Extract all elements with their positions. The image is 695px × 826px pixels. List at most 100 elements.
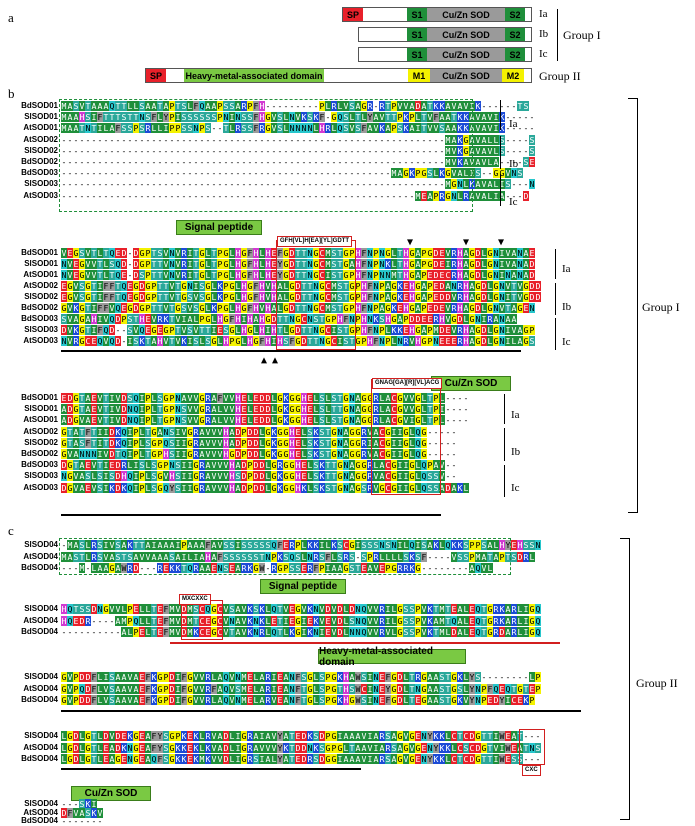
sequence-name: BdSOD04 bbox=[21, 695, 58, 704]
motif-box-1 bbox=[276, 240, 356, 350]
sequence-residues: GVKGTIFFVQEGDGPTTVTGSVSGLKPGLHGFHVHALGDT… bbox=[61, 303, 535, 313]
subgroup-bracket-ia bbox=[555, 249, 556, 279]
segment-m1: M1 bbox=[408, 69, 430, 82]
segment-s1: S1 bbox=[407, 8, 427, 21]
sequence-name: BdSOD04 bbox=[21, 627, 58, 636]
domain-architecture-ic: S1 Cu/Zn SOD S2 bbox=[358, 47, 532, 62]
sequence-name: SlSOD01 bbox=[24, 404, 58, 414]
sequence-name: SlSOD04 bbox=[24, 799, 58, 808]
segment-cuzn: Cu/Zn SOD bbox=[427, 28, 505, 41]
sequence-residues: ---M-LAAGAWRD---REKKTQRAAENSEARKGW-RGPSS… bbox=[61, 563, 493, 573]
sequence-name: BdSOD01 bbox=[21, 248, 58, 257]
domain-architecture-group2: SP Heavy-metal-associated domain M1 Cu/Z… bbox=[145, 68, 532, 83]
signal-peptide-dashed-box bbox=[59, 99, 473, 212]
subgroup-label-ib-d: Ib bbox=[511, 446, 521, 458]
sequence-name: AtSOD04 bbox=[23, 742, 58, 752]
sequence-name: AtSOD01 bbox=[23, 415, 58, 425]
alignment-block-4: SlSOD04-MASLRSIVSAKTTAIAAAIPAAAFAVSSISSS… bbox=[0, 540, 640, 574]
subgroup-bracket-ic bbox=[555, 318, 556, 350]
sequence-name: SlSOD04 bbox=[24, 604, 58, 613]
sequence-residues: HQTSSDNGVVLPELLTEFMVDMSCQGCVSAVKSKLQTVEG… bbox=[61, 604, 541, 614]
segment-cuzn: Cu/Zn SOD bbox=[427, 48, 505, 61]
sequence-name: BdSOD02 bbox=[21, 449, 58, 458]
subgroup-label-ic-b: Ic bbox=[509, 196, 518, 208]
subgroup-label-ic: Ic bbox=[539, 48, 548, 60]
cuzn-underline-3 bbox=[61, 710, 581, 712]
sequence-residues: GVPDDFLISAAVAEFKGPDIFGVVRLAQVNMELARIEANF… bbox=[61, 672, 541, 682]
sequence-name: SlSOD01 bbox=[24, 259, 58, 268]
sequence-name: AtSOD03 bbox=[23, 190, 58, 200]
subgroup-label-ia-d: Ia bbox=[511, 409, 520, 421]
sequence-name: AtSOD04 bbox=[23, 683, 58, 693]
sequence-name: AtSOD02 bbox=[23, 281, 58, 290]
sequence-residues: NGVASLSISDHQIPLSGVHSIIGRAVVVHSDPDDLGKGGH… bbox=[61, 471, 457, 482]
sequence-name: BdSOD02 bbox=[21, 303, 58, 312]
marker-triangle: ▼ bbox=[498, 237, 505, 248]
sequence-name: AtSOD04 bbox=[23, 551, 58, 561]
panel-label-b: b bbox=[8, 86, 15, 101]
hma-domain-label: Heavy-metal-associated domain bbox=[318, 646, 466, 668]
subgroup-bracket-ic bbox=[500, 174, 501, 206]
motif-label-3: MXCXXC bbox=[179, 594, 211, 605]
sequence-residues: DGTAEVTIEDRLISLSGPNSIIGRAVVVHADPDDLGRGGH… bbox=[61, 460, 457, 471]
segment-cuzn: Cu/Zn SOD bbox=[430, 69, 502, 82]
sequence-residues: ----------------------------------------… bbox=[61, 145, 535, 156]
sequence-name: AtSOD02 bbox=[23, 426, 58, 436]
sequence-residues: EGVSGTIFFTQEGDGPTTVTGNISGLKPGLHGFHVHALGD… bbox=[61, 281, 541, 291]
sequence-name: SlSOD02 bbox=[24, 145, 58, 155]
motif-box-4 bbox=[519, 729, 545, 765]
sequence-name: BdSOD03 bbox=[21, 314, 58, 323]
sequence-residues: -MASLRSIVSAKTTAIAAAIPAAAFAVSSISSSSSQFERP… bbox=[61, 540, 541, 550]
sequence-residues: ----------ALPELTEFMVDMKCEGCVTAVKNRLQTLKG… bbox=[61, 627, 541, 637]
sequence-residues: GVPQDFLVSAAVAEFKGPDIFGVVRFAQVSMELARIEANF… bbox=[61, 683, 541, 694]
sequence-residues: SVAGAHIVQDPSTHEVRKTVIALPGLHGFHIHAHGDTTNG… bbox=[61, 314, 517, 324]
sequence-residues: ADGTAEVTIVDNQIPLTGPNSVVGRALVVHELEDDLGKGG… bbox=[61, 404, 469, 415]
domain-architecture-ia: SP S1 Cu/Zn SOD S2 bbox=[342, 7, 532, 22]
sequence-residues: LGDLGTLEADKNGEAFYSGKKEKLKVADLIGRAVVVYKTD… bbox=[61, 742, 541, 753]
subgroup-label-ic-c: Ic bbox=[562, 336, 571, 348]
marker-triangle-up: ▲ bbox=[261, 355, 268, 366]
sequence-name: SlSOD02 bbox=[24, 437, 58, 447]
sequence-name: AtSOD03 bbox=[23, 482, 58, 492]
segment-s2: S2 bbox=[505, 8, 525, 21]
subgroup-bracket-ib bbox=[504, 428, 505, 461]
sequence-residues: LGDLGTLEAGENGEAQFSGKKEKMKVVDLIGRSIALYATE… bbox=[61, 754, 541, 764]
sequence-name: SlSOD02 bbox=[24, 292, 58, 301]
subgroup-label-ib: Ib bbox=[539, 28, 549, 40]
sequence-residues: ------- bbox=[61, 816, 103, 826]
group-i-bracket bbox=[628, 98, 638, 513]
subgroup-bracket-ib bbox=[500, 136, 501, 169]
marker-triangle-up: ▲ bbox=[272, 355, 279, 366]
sequence-name: SlSOD03 bbox=[24, 179, 58, 189]
subgroup-label-ib-b: Ib bbox=[509, 158, 519, 170]
sequence-name: AtSOD01 bbox=[23, 270, 58, 279]
subgroup-bracket-ic bbox=[504, 465, 505, 497]
marker-triangle: ▼ bbox=[407, 237, 414, 248]
segment-s2: S2 bbox=[505, 28, 525, 41]
hma-underline bbox=[170, 642, 560, 644]
marker-triangle: ▼ bbox=[463, 237, 470, 248]
cuzn-underline-2 bbox=[61, 514, 441, 516]
motif-label-2: GNAG[GA][R][VL]ACG bbox=[372, 378, 443, 389]
sequence-residues: GVANNNIVDTQIPLTGPHSIIGRAVVVHGDPDDLGKGGHE… bbox=[61, 449, 457, 459]
segment-sp: SP bbox=[146, 69, 166, 82]
sequence-residues: NVEGVVTLSQD-DGPTTVNVRITGLTPGLHGFHLHEYGDT… bbox=[61, 259, 535, 269]
sequence-residues: VEGSVTLTQED-DGPTSVNVRITGLTPGLHGFHLHEFGDT… bbox=[61, 248, 535, 258]
group-i-legend-label: Group I bbox=[563, 28, 601, 42]
sequence-residues: ----------------------------------------… bbox=[61, 179, 535, 190]
sequence-residues: EGVSGTIFFTQEGDGPTTVTGSVSGLKPGLHGFHVHALGD… bbox=[61, 292, 541, 302]
subgroup-bracket-ia bbox=[504, 394, 505, 424]
sequence-residues: GVPDDFLVSAAVAEFKGPDIFGVVRLAQVNMELARVEANF… bbox=[61, 695, 535, 705]
subgroup-bracket-ia bbox=[500, 100, 501, 130]
sequence-name: BdSOD03 bbox=[21, 460, 58, 470]
signal-peptide-label: Signal peptide bbox=[176, 220, 262, 235]
sequence-name: AtSOD01 bbox=[23, 123, 58, 133]
segment-s1: S1 bbox=[407, 28, 427, 41]
cuzn-underline-4 bbox=[61, 768, 361, 770]
segment-hma: Heavy-metal-associated domain bbox=[184, 69, 324, 82]
sequence-residues: ----------------------------------------… bbox=[61, 134, 535, 145]
sequence-name: SlSOD03 bbox=[24, 471, 58, 481]
